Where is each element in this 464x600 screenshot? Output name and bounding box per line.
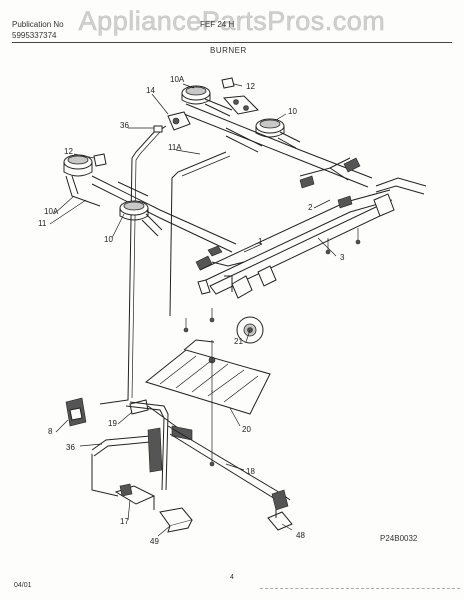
valve-orifices-front [195, 245, 245, 271]
center-bracket-top [222, 95, 260, 115]
burner-head-rear-right [255, 118, 301, 149]
callout-10a-left: 10A [44, 207, 59, 216]
gas-manifold-1 [199, 157, 393, 281]
callout-36-top: 36 [120, 121, 129, 130]
callout-18: 18 [246, 467, 255, 476]
callout-19: 19 [108, 419, 117, 428]
callout-12-top: 12 [246, 82, 255, 91]
clip-top [221, 77, 235, 89]
callout-36-bottom: 36 [66, 443, 75, 452]
callout-21: 21 [234, 337, 243, 346]
callout-48: 48 [296, 531, 305, 540]
clip-left [93, 153, 107, 167]
ignition-module-8 [65, 397, 87, 427]
burner-head-rear-left [181, 85, 233, 117]
burner-head-front-left [63, 154, 101, 207]
callout-3: 3 [340, 253, 345, 262]
callout-10-left: 10 [104, 235, 113, 244]
burner-head-front-right [119, 200, 163, 237]
lower-gas-tube-36 [91, 401, 169, 497]
callout-49: 49 [150, 537, 159, 546]
callout-12-left: 12 [64, 147, 73, 156]
publication-number: 5995337374 [12, 31, 57, 40]
orifice-holder-14 [159, 111, 191, 131]
pressure-regulator-17 [114, 483, 156, 510]
publication-label: Publication No [12, 20, 64, 29]
callout-1: 1 [258, 237, 263, 246]
footer-scan-artifact [260, 588, 460, 589]
bracket-48 [267, 510, 293, 531]
callout-2: 2 [308, 203, 313, 212]
heat-shield-20 [144, 339, 271, 415]
rear-right-pipe [375, 177, 427, 195]
tube-11a [169, 151, 231, 317]
section-title: BURNER [210, 46, 247, 55]
front-burner-tube [91, 175, 237, 253]
model-label: FEF 24 H [200, 20, 235, 29]
callout-10-top: 10 [288, 107, 297, 116]
callout-17: 17 [120, 517, 129, 526]
manifold-bracket-3 [209, 193, 395, 299]
diagram-code: P24B0032 [380, 534, 418, 543]
callout-8: 8 [48, 427, 53, 436]
callout-20: 20 [242, 425, 251, 434]
rear-burner-tube [183, 103, 373, 188]
pilot-tube-36 [99, 125, 163, 405]
gas-line-18 [167, 390, 291, 511]
footer-date: 04/01 [14, 582, 32, 589]
callout-leader-lines [49, 83, 337, 537]
callout-14: 14 [146, 86, 155, 95]
callout-11: 11 [38, 219, 47, 228]
screws [183, 228, 361, 333]
callout-10a-top: 10A [170, 75, 185, 84]
footer-page-number: 4 [230, 574, 234, 581]
callout-labels: 10A 12 14 10 36 11A 12 10A 11 10 2 1 3 2… [38, 75, 345, 546]
callout-11a: 11A [168, 143, 182, 152]
bracket-49 [159, 507, 193, 533]
header-rule [12, 42, 452, 43]
